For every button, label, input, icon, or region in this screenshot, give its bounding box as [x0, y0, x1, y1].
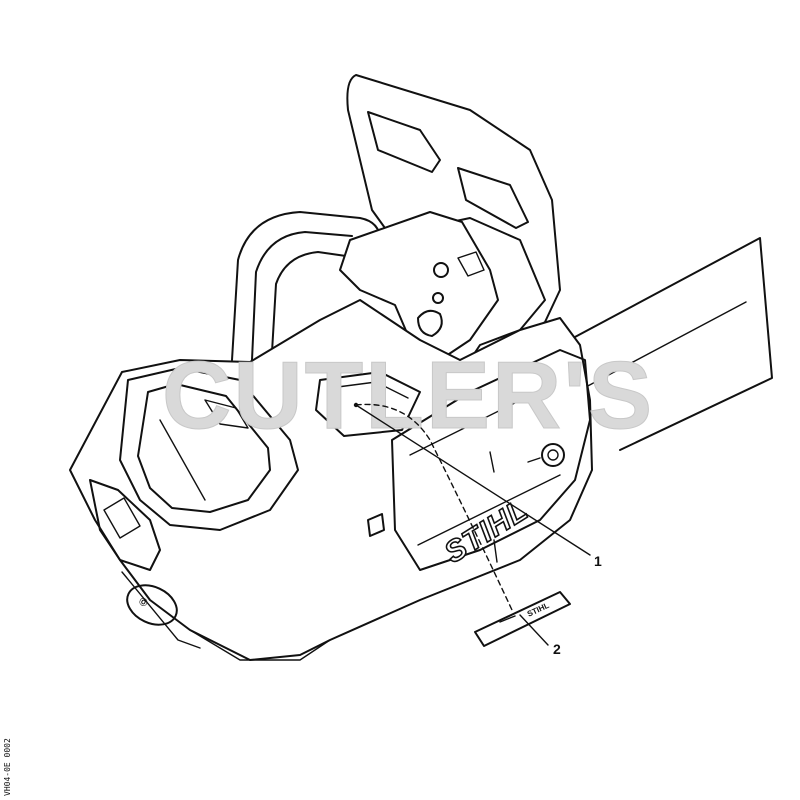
callout-1: 1: [594, 553, 602, 569]
leader-lines: [353, 402, 591, 646]
callout-2: 2: [553, 641, 561, 657]
handle-assembly: [339, 211, 499, 361]
reference-code-text: VH04-0E 0002: [3, 738, 12, 796]
guide-bar: [559, 237, 773, 451]
oil-cap: Ⓞ: [126, 584, 178, 626]
reference-code: VH04-0E 0002: [3, 738, 12, 796]
svg-text:Ⓞ: Ⓞ: [138, 596, 149, 608]
watermark: CUTLER'S: [162, 342, 654, 449]
label-part: STIHL: [474, 591, 571, 647]
engine-housing: Ⓞ: [69, 299, 593, 661]
